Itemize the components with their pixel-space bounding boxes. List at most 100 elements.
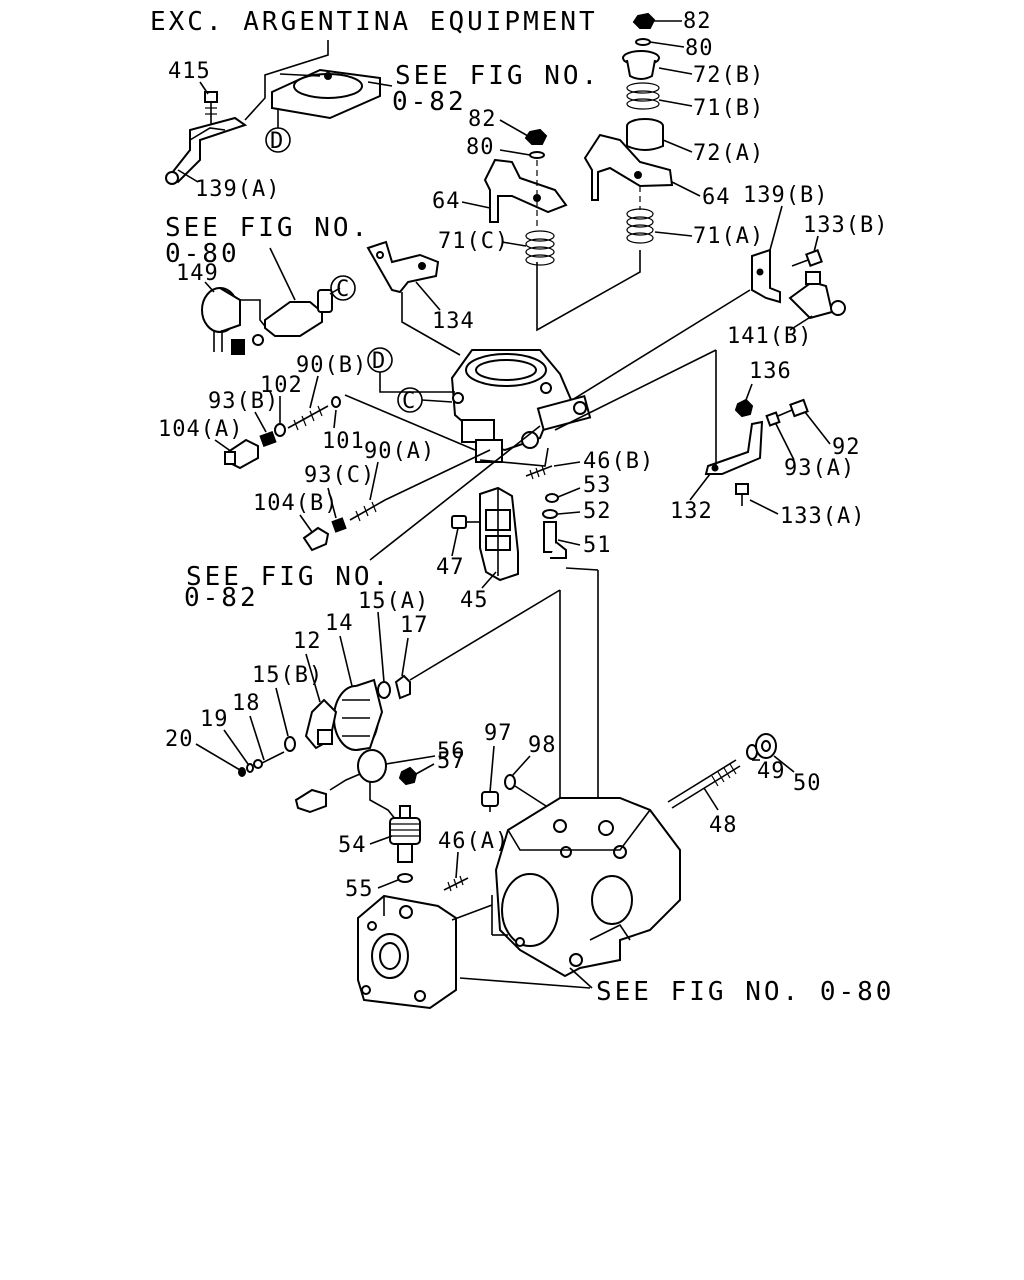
leader-see-080-bottom-b: [569, 967, 593, 989]
leader-149: [204, 281, 215, 293]
part-93a-washer: [765, 411, 781, 427]
part-pump-housing: [494, 797, 681, 978]
part-55-washer: [397, 873, 413, 883]
leader-45: [481, 571, 497, 589]
leader-98: [511, 755, 531, 777]
leader-56: [385, 755, 436, 765]
leader-long-132-to-body: [554, 349, 717, 431]
ref-see-082-mid-b: 0-82: [184, 583, 259, 613]
leader-72a: [662, 139, 693, 153]
leader-see-080-left: [269, 247, 296, 301]
leader-53: [557, 487, 581, 498]
label-71c: 71(C): [438, 229, 509, 254]
part-101-ring: [331, 396, 341, 408]
part-92-bolt: [777, 398, 809, 418]
leader-72b: [658, 67, 693, 75]
leader-see-082-top: [367, 81, 393, 87]
part-18-pin: [253, 751, 285, 769]
label-93c: 93(C): [304, 463, 375, 488]
part-134-bracket: [366, 240, 440, 294]
leader-133b: [813, 235, 819, 253]
part-71c-spring: [525, 230, 555, 266]
part-15a-washer: [377, 681, 391, 699]
leader-92: [804, 411, 831, 445]
leader-82-mid: [499, 119, 529, 137]
part-diaphragm-top: [271, 68, 381, 120]
leader-12: [305, 653, 321, 703]
leader-136: [745, 383, 753, 401]
leader-134: [415, 281, 441, 311]
connector-c-left: [330, 275, 356, 301]
leader-80-mid: [499, 149, 531, 156]
leader-52: [557, 511, 581, 515]
label-51: 51: [583, 533, 612, 558]
leader-17: [401, 637, 409, 677]
ref-see-082-mid-a: SEE FIG NO.: [186, 562, 391, 592]
label-139a: 139(A): [195, 177, 280, 202]
connector-d-top-label: D: [270, 129, 284, 154]
label-46b: 46(B): [583, 449, 654, 474]
label-133a: 133(A): [780, 504, 865, 529]
ref-see-080-left-b: 0-80: [165, 239, 240, 269]
diagram-title: EXC. ARGENTINA EQUIPMENT: [150, 7, 598, 37]
label-64-right: 64: [702, 185, 731, 210]
label-71b: 71(B): [693, 96, 764, 121]
leader-90a-to-body: [384, 449, 491, 501]
part-20-clip: [238, 767, 246, 777]
part-139b-bracket: [751, 248, 781, 304]
part-72b-cap: [622, 50, 660, 80]
leader-46b: [553, 461, 581, 467]
leader-50: [773, 755, 795, 773]
label-104b: 104(B): [253, 491, 338, 516]
part-46a-spring: [443, 875, 469, 892]
leader-15b: [275, 687, 289, 737]
label-101: 101: [322, 429, 365, 454]
part-136-nut: [734, 398, 754, 418]
label-14: 14: [325, 611, 354, 636]
leader-139a: [177, 169, 199, 183]
part-104a-cap: [224, 438, 259, 470]
leader-64-left: [461, 201, 491, 209]
leader-71b: [658, 99, 693, 107]
part-12-flyweight: [304, 698, 338, 750]
leader-97: [489, 745, 495, 793]
leader-415: [199, 81, 209, 95]
leader-101: [333, 409, 337, 429]
ref-see-082-top-b: 0-82: [392, 87, 467, 117]
part-139a-bracket: [165, 116, 248, 185]
label-90a: 90(A): [364, 439, 435, 464]
leader-flange-to-body: [451, 904, 493, 921]
label-90b: 90(B): [296, 353, 367, 378]
label-64-left: 64: [432, 189, 461, 214]
label-57: 57: [437, 749, 466, 774]
label-136: 136: [749, 359, 792, 384]
label-149: 149: [176, 261, 219, 286]
leader-141b: [789, 315, 813, 331]
ref-see-080-left-a: SEE FIG NO.: [165, 213, 370, 243]
label-19: 19: [200, 707, 229, 732]
part-56-sensor-lead: [294, 749, 397, 821]
leader-93c: [327, 487, 337, 519]
part-48-shaft: [667, 759, 741, 809]
label-55: 55: [345, 877, 374, 902]
label-52: 52: [583, 499, 612, 524]
part-53-ring: [545, 493, 559, 503]
leader-15a: [377, 611, 385, 683]
part-17-plate: [394, 674, 411, 700]
part-51-plunger: [543, 521, 567, 559]
leader-48: [703, 787, 719, 811]
part-57-nut: [398, 766, 418, 786]
label-415: 415: [168, 59, 211, 84]
leader-80-top: [649, 41, 685, 48]
label-98: 98: [528, 733, 557, 758]
label-80-top: 80: [685, 36, 714, 61]
part-14-gear: [333, 678, 384, 751]
part-sensor-0-80: [264, 287, 341, 337]
leader-104b: [299, 514, 313, 533]
leader-18: [249, 715, 265, 761]
label-80-mid: 80: [466, 135, 495, 160]
leader-see-080-bottom-a: [459, 977, 591, 989]
part-cover-flange: [357, 894, 457, 1010]
connector-d-top: [265, 127, 291, 153]
